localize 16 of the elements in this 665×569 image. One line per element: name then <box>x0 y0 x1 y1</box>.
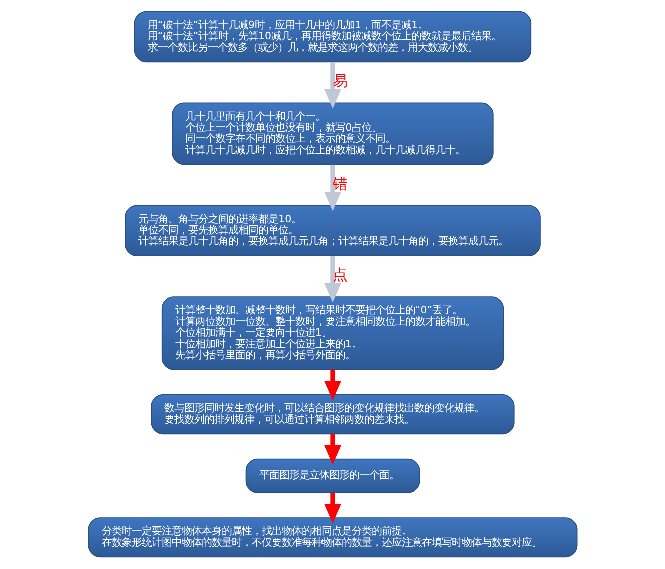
arrow <box>324 370 341 401</box>
node-box: 几十几里面有几个十和几个一。 个位上一个计数单位也没有时，就写0占位。 同一个数字在不同的数位上，表示的意义不同。 计算几十几减几时，应把个位上的数相减，几十几减几得几十。 <box>172 102 494 166</box>
node-box: 用“破十法”计算十几减9时，应用十几中的几加1，而不是减1。 用“破十法”计算时，先算10减几，再用得数加被减数个位上的数就是最后结果。 求一个数比另一个数多（或少）几，就是求这两个数的差，用大数减小数。 <box>134 11 532 63</box>
node-box: 元与角、角与分之间的进率都是10。 单位不同，要先换算成相同的单位。 计算结果是几十几角的，要换算成几元几角；计算结果是几十角的，要换算成几元。 <box>124 205 540 257</box>
edge-label: 易 <box>332 72 348 90</box>
arrow <box>324 493 341 524</box>
arrow <box>324 256 341 303</box>
node-box: 计算整十数加、减整十数时，写结果时不要把个位上的“0”丢了。 计算两位数加一位数、整十数时，要注意相同数位上的数才能相加。 个位相加满十，一定要向十位进1。 十位相加时，要注意加上个位进上来的1。 先算小括号里面的，再算小括号外面的。 <box>161 296 504 370</box>
node-box: 分类时一定要注意物体本身的属性，找出物体的相同点是分类的前提。 在数象形统计图中物体的数量时，不仅要数准每种物体的数量，还应注意在填写时物体与数要对应。 <box>88 518 578 558</box>
arrow <box>324 434 341 465</box>
arrow <box>324 62 341 109</box>
edge-label: 点 <box>332 266 348 284</box>
node-box: 平面图形是立体图形的一个面。 <box>245 458 420 494</box>
arrow <box>324 164 341 212</box>
edge-label: 错 <box>332 174 348 193</box>
node-box: 数与图形同时发生变化时，可以结合图形的变化规律找出数的变化规律。 要找数列的排列规律，可以通过计算相邻两数的差来找。 <box>150 394 514 435</box>
